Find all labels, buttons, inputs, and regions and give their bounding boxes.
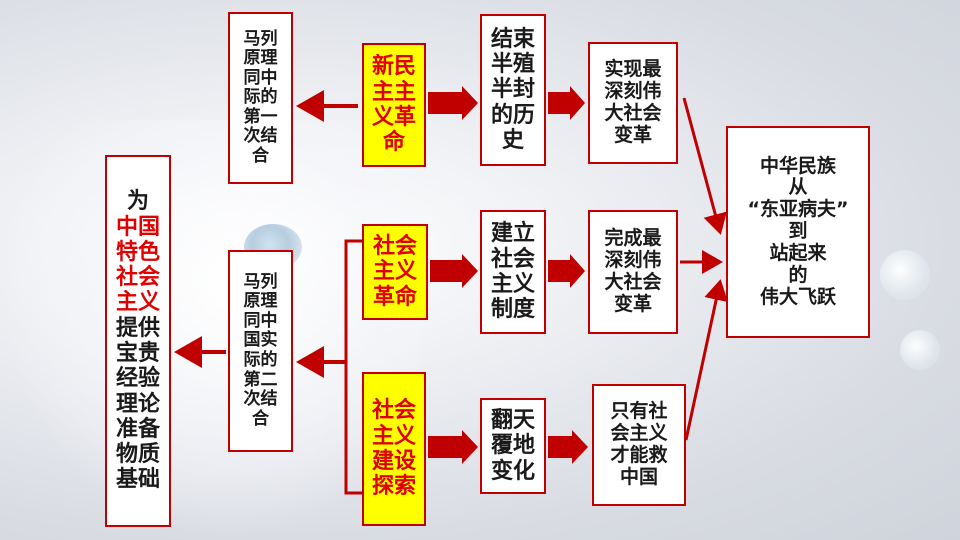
end-semicolonial-history-box: 结束 半殖 半封 的历 史: [480, 14, 546, 166]
complete-social-change-box: 完成最 深刻伟 大社会 变革: [588, 210, 678, 334]
left-summary-box: 为 中国 特色 社会 主义 提供 宝贵 经验 理论 准备 物质 基础: [105, 155, 171, 527]
left-box-highlight: 中国 特色 社会 主义: [115, 214, 160, 316]
only-socialism-saves-china-box: 只有社 会主义 才能救 中国: [592, 384, 686, 506]
block-arrow: [428, 86, 478, 120]
earth-shaking-change-box: 翻天 覆地 变化: [480, 398, 546, 494]
left-box-rest: 提供 宝贵 经验 理论 准备 物质 基础: [115, 315, 160, 493]
flower-decoration: [880, 250, 930, 300]
block-arrow: [428, 430, 478, 464]
block-arrow: [548, 254, 585, 288]
left-box-line1: 为: [126, 189, 149, 215]
cat-background-image: [0, 120, 420, 540]
principle-box-second: 马列 原理 同中 国实 际的 第二 次结 合: [228, 250, 293, 452]
socialist-construction-box: 社会 主义 建设 探索: [362, 372, 426, 526]
socialist-revolution-box: 社会 主义 革命: [362, 224, 428, 320]
block-arrow: [430, 254, 478, 288]
arrow-to-final-3: [684, 279, 728, 441]
new-democratic-revolution-box: 新民 主主 义革 命: [362, 43, 426, 167]
block-arrow: [548, 86, 585, 120]
flower-decoration: [900, 330, 940, 370]
block-arrow: [548, 430, 588, 464]
principle-box-first: 马列 原理 同中 际的 第一 次结 合: [228, 12, 293, 184]
realize-social-change-box: 实现最 深刻伟 大社会 变革: [588, 42, 678, 164]
establish-socialist-system-box: 建立 社会 主义 制度: [480, 210, 546, 334]
arrow-to-final-1: [682, 97, 727, 235]
great-leap-box: 中华民族 从 “东亚病夫” 到 站起来 的 伟大飞跃: [726, 126, 870, 338]
bracket-line: [344, 239, 362, 495]
